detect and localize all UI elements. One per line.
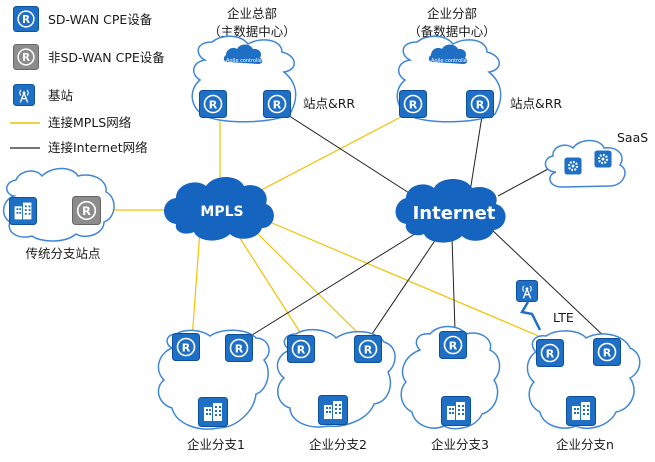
internet-link-hq bbox=[279, 109, 421, 201]
saas-service-icon bbox=[594, 150, 612, 168]
branch2-router-2 bbox=[354, 335, 382, 363]
internet-link-branch3 bbox=[451, 237, 456, 331]
legend-mpls-link-label: 连接MPLS网络 bbox=[48, 115, 132, 130]
agile-controller-icon: Agile controller bbox=[223, 44, 265, 64]
lte-label: LTE bbox=[553, 310, 574, 325]
mpls-cloud-shape bbox=[164, 177, 274, 241]
building-icon bbox=[198, 397, 228, 427]
traditional-branch-label: 传统分支站点 bbox=[25, 246, 100, 261]
branch3-site: 企业分支3 bbox=[400, 325, 501, 452]
hq-router-2 bbox=[263, 90, 291, 118]
saas-app-icon bbox=[564, 157, 582, 175]
internet-link-branch1 bbox=[243, 231, 419, 341]
branch1-site: 企业分支1 bbox=[157, 329, 270, 452]
mpls-cloud: MPLS bbox=[164, 177, 274, 241]
internet-links bbox=[243, 109, 609, 341]
traditional-router bbox=[72, 196, 101, 225]
branch3-label: 企业分支3 bbox=[431, 437, 489, 452]
legend-internet-link-label: 连接Internet网络 bbox=[48, 140, 148, 155]
building-icon bbox=[9, 197, 37, 225]
base-station-icon bbox=[516, 280, 538, 302]
internet-cloud-shape bbox=[395, 179, 506, 243]
mpls-link-branch1 bbox=[191, 229, 201, 341]
branch1-router-1 bbox=[172, 333, 200, 361]
branch1-router-2 bbox=[225, 334, 253, 362]
mpls-label: MPLS bbox=[200, 204, 243, 220]
hq-router-1 bbox=[199, 90, 227, 118]
legend-sdwan-cpe-label: SD-WAN CPE设备 bbox=[48, 12, 153, 27]
branchn-site: LTE 企业分支n bbox=[516, 280, 641, 452]
internet-cloud: Internet bbox=[395, 179, 506, 243]
mpls-link-branch-hq bbox=[247, 107, 419, 198]
agile-controller-icon: Agile controller bbox=[428, 44, 470, 64]
hq-site-rr-label: 站点&RR bbox=[303, 96, 355, 111]
branch-hq-router-1 bbox=[399, 90, 427, 118]
branch1-label: 企业分支1 bbox=[187, 437, 245, 452]
building-icon bbox=[318, 395, 348, 425]
branchn-label: 企业分支n bbox=[556, 437, 614, 452]
sdwan-cpe-icon bbox=[13, 6, 39, 32]
branchn-router-1 bbox=[536, 339, 564, 367]
lte-wireless-link-icon bbox=[520, 301, 542, 331]
internet-link-saas bbox=[497, 167, 551, 197]
branch-hq-subtitle: （备数据中心） bbox=[408, 24, 496, 39]
legend-base-station-label: 基站 bbox=[48, 88, 73, 103]
branch2-router-1 bbox=[287, 335, 315, 363]
hq-site: 企业总部 （主数据中心） Agile controller 站点&RR bbox=[191, 6, 355, 123]
saas-label: SaaS bbox=[617, 130, 648, 145]
mpls-link-branch2b bbox=[249, 225, 366, 341]
internet-label: Internet bbox=[413, 203, 496, 224]
branchn-router-2 bbox=[593, 338, 621, 366]
branch2-site: 企业分支2 bbox=[276, 328, 396, 452]
branch-hq-site-rr-label: 站点&RR bbox=[510, 96, 562, 111]
hq-subtitle: （主数据中心） bbox=[208, 24, 296, 39]
mpls-links bbox=[100, 107, 549, 341]
agile-controller-label-left: Agile controller bbox=[226, 58, 265, 64]
base-station-icon bbox=[13, 84, 35, 106]
branch-hq-title: 企业分部 bbox=[427, 6, 477, 21]
internet-link-branch2 bbox=[367, 235, 439, 341]
legend: SD-WAN CPE设备 非SD-WAN CPE设备 基站 连接MPLS网络 连… bbox=[10, 6, 165, 155]
mpls-link-branchn bbox=[264, 219, 549, 341]
branch3-cloud-outline bbox=[400, 325, 501, 430]
internet-link-branchn bbox=[489, 227, 609, 341]
branch2-label: 企业分支2 bbox=[309, 437, 367, 452]
non-sdwan-cpe-icon bbox=[13, 44, 39, 70]
legend-non-sdwan-cpe-label: 非SD-WAN CPE设备 bbox=[48, 50, 165, 65]
branch-hq-site: 企业分部 （备数据中心） Agile controller 站点&RR bbox=[396, 6, 562, 123]
hq-title: 企业总部 bbox=[227, 6, 277, 21]
internet-link-branch-hq bbox=[469, 115, 483, 193]
building-icon bbox=[441, 396, 471, 426]
saas-cloud-outline bbox=[544, 139, 626, 188]
saas-site: SaaS bbox=[544, 130, 648, 188]
branch3-router bbox=[439, 331, 467, 359]
building-icon bbox=[566, 396, 596, 426]
agile-controller-label-right: Agile controller bbox=[431, 58, 470, 64]
traditional-branch-site: 传统分支站点 bbox=[2, 167, 115, 261]
branch-hq-router-2 bbox=[466, 90, 494, 118]
mpls-link-branch2a bbox=[235, 231, 306, 341]
